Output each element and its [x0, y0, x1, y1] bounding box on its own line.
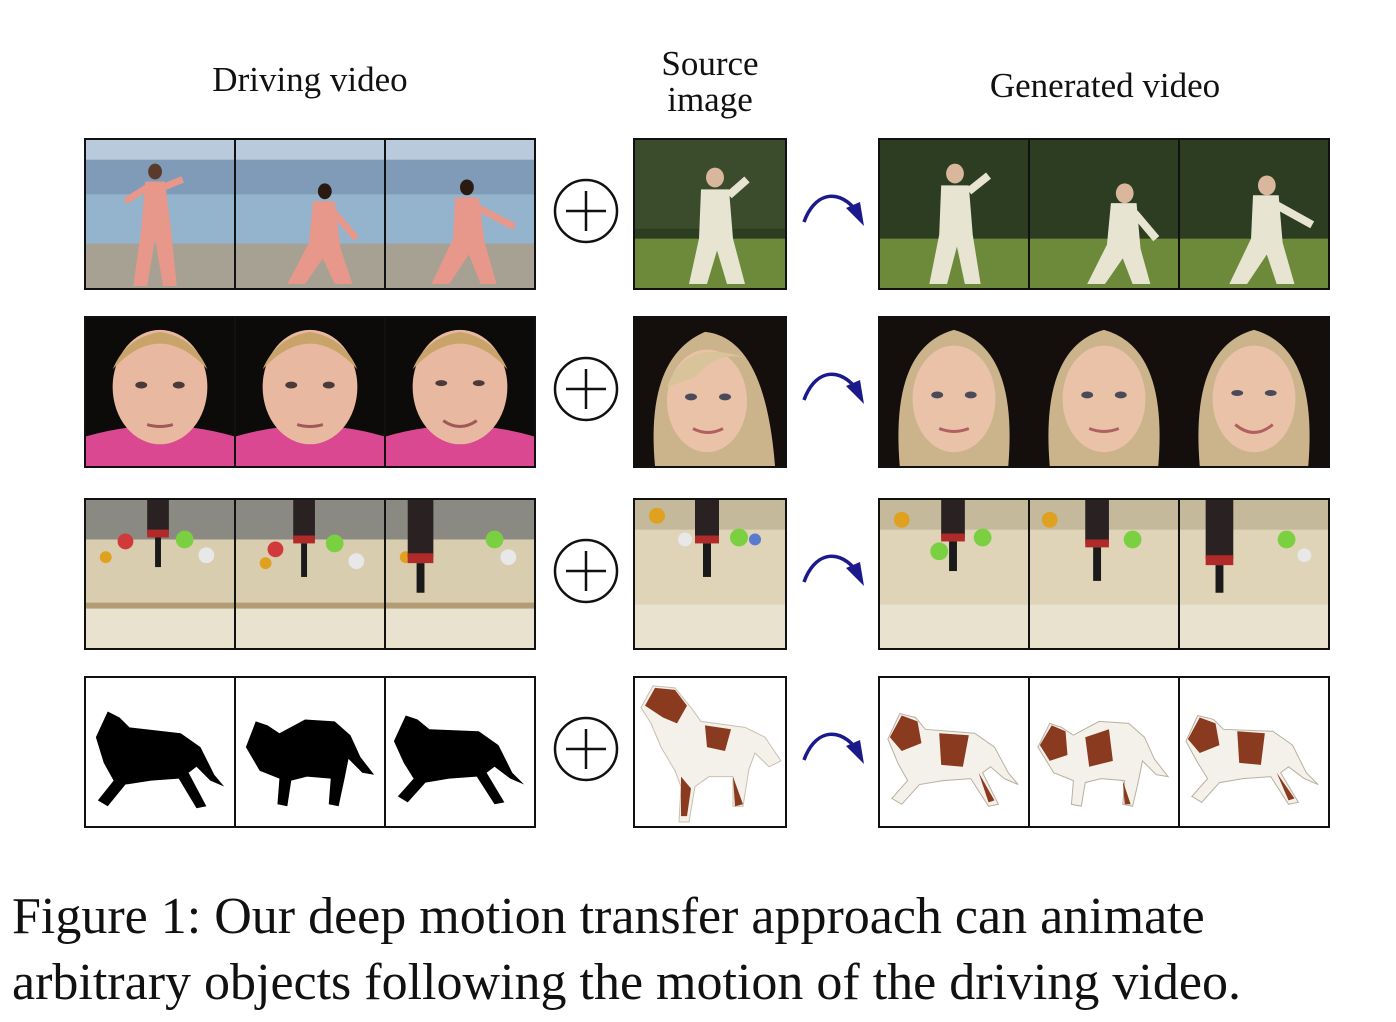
generated-frame	[880, 140, 1028, 288]
driving-video-header: Driving video	[212, 60, 408, 99]
driving-frame	[86, 140, 234, 288]
caption-line-1: Figure 1: Our deep motion transfer appro…	[12, 888, 1205, 945]
driving-frame	[234, 140, 384, 288]
source-image	[633, 138, 787, 290]
example-row-robot	[0, 498, 1396, 650]
caption-line-2: arbitrary objects following the motion o…	[12, 954, 1241, 1011]
generated-video-strip	[878, 138, 1330, 290]
driving-frame	[86, 318, 234, 466]
generated-frame	[1028, 318, 1178, 466]
curved-arrow-icon	[802, 554, 864, 586]
driving-frame	[384, 318, 534, 466]
circled-plus-icon	[553, 178, 619, 244]
driving-frame	[86, 500, 234, 648]
example-row-taichi	[0, 138, 1396, 290]
generated-frame	[880, 678, 1028, 826]
generated-frame	[1028, 678, 1178, 826]
driving-video-strip	[84, 316, 536, 468]
generated-video-header: Generated video	[989, 66, 1221, 105]
figure-caption: Figure 1: Our deep motion transfer appro…	[12, 884, 1396, 1016]
generated-frame	[880, 318, 1028, 466]
example-row-horses	[0, 676, 1396, 828]
source-image	[633, 316, 787, 468]
generated-video-strip	[878, 676, 1330, 828]
driving-frame	[384, 140, 534, 288]
curved-arrow-icon	[802, 372, 864, 404]
example-row-faces	[0, 316, 1396, 468]
source-header-line2: image	[667, 80, 753, 119]
source-header-line1: Source	[661, 44, 759, 83]
generated-frame	[1178, 500, 1328, 648]
source-image-header: Source image	[600, 46, 820, 118]
driving-frame	[234, 500, 384, 648]
source-image	[633, 498, 787, 650]
circled-plus-icon	[553, 356, 619, 422]
generated-frame	[880, 500, 1028, 648]
driving-frame	[384, 678, 534, 826]
generated-frame	[1178, 318, 1328, 466]
generated-frame	[1028, 500, 1178, 648]
driving-video-strip	[84, 676, 536, 828]
driving-frame	[384, 500, 534, 648]
circled-plus-icon	[553, 716, 619, 782]
driving-frame	[234, 678, 384, 826]
driving-frame	[234, 318, 384, 466]
curved-arrow-icon	[802, 194, 864, 226]
driving-video-strip	[84, 498, 536, 650]
curved-arrow-icon	[802, 732, 864, 764]
generated-frame	[1178, 140, 1328, 288]
generated-frame	[1178, 678, 1328, 826]
source-image	[633, 676, 787, 828]
generated-video-strip	[878, 498, 1330, 650]
driving-video-strip	[84, 138, 536, 290]
driving-frame	[86, 678, 234, 826]
generated-frame	[1028, 140, 1178, 288]
generated-video-strip	[878, 316, 1330, 468]
circled-plus-icon	[553, 538, 619, 604]
